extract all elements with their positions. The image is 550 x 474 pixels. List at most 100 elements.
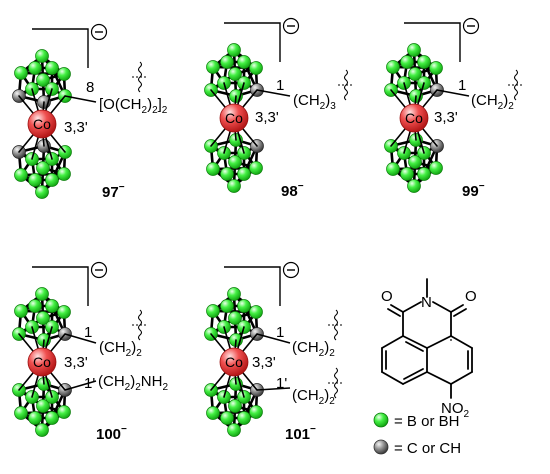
boron-atom [35,49,49,63]
boron-atom [249,61,263,75]
c100-position-label-2: 1' [84,375,95,392]
c100-substituent-2: (CH2)2NH2 [98,373,168,393]
charge-icon [462,17,480,35]
boron-atom [429,61,443,75]
charge-bracket [32,28,89,68]
cobalt-label: Co [225,354,243,370]
cobalt-label: Co [225,110,243,126]
substituent-bond [64,380,97,391]
boron-atom [57,67,71,81]
boron-atom [237,299,251,313]
c101-position-label-2: 1' [276,375,287,392]
ring-bond-d2 [403,368,424,380]
cage-100: Co [12,261,148,437]
carbonyl-left-1 [390,304,404,313]
c97-number: 97− [102,182,125,201]
boron-atom [228,155,242,169]
compound-101-labels: 1 3,3' (CH2)2 1' (CH2)2 101− [252,324,335,443]
boron-atom [206,406,220,420]
charge-bracket [224,266,281,306]
naphthalimide-labels: O O N NO2 [381,288,477,420]
ring-bond-a [381,335,404,349]
boron-atom [206,162,220,176]
boron-atom [36,161,50,175]
boron-atom [227,423,241,437]
boron-atom [36,311,50,325]
boron-atom [228,311,242,325]
charge-icon [90,261,108,279]
cobalt-label: Co [33,116,51,132]
ring-bond-j [450,371,473,385]
boron-atom [14,406,28,420]
boron-atom [36,73,50,87]
nitronaphthalimide-structure [381,278,473,399]
c100-positions-label: 3,3' [64,354,88,371]
cobalt-atom: Co [27,109,57,139]
cage-99: Co [384,17,524,193]
compound-99-labels: 1 3,3' (CH2)2 99− [434,77,514,200]
carbonyl-oxygen-left: O [381,288,393,305]
boron-atom [220,299,234,313]
c101-substituent: (CH2)2 [292,339,335,359]
boron-atom [45,61,59,75]
c98-substituent: (CH2)3 [293,92,336,112]
boron-atom [386,162,400,176]
boron-atom [227,287,241,301]
cobalt-atom: Co [219,103,249,133]
boron-atom [28,411,42,425]
boron-atom [429,161,443,175]
nitro-label: NO2 [441,400,470,420]
boron-atom [417,167,431,181]
boron-atom [417,55,431,69]
cobalt-atom: Co [399,103,429,133]
boron-atom [408,67,422,81]
imide-nitrogen: N [421,294,432,311]
imide-bond-2 [432,301,452,313]
charge-icon [90,23,108,41]
legend-boron-label: = B or BH [394,413,459,430]
substituent-bond [256,387,291,391]
charge-bracket [224,22,281,62]
legend-carbon-icon [373,439,389,455]
boron-atom [227,179,241,193]
boron-atom [28,299,42,313]
charge-bracket [404,22,461,62]
boron-atom [206,304,220,318]
boron-atom [28,173,42,187]
carbonyl-right-2 [453,308,467,317]
boron-atom [400,55,414,69]
boron-atom [228,399,242,413]
boron-atom [408,155,422,169]
cobalt-label: Co [405,110,423,126]
legend-carbon-label: = C or CH [394,440,461,457]
substituent-bond [436,89,470,97]
c101-substituent-2: (CH2)2 [292,387,335,407]
boron-atom [220,411,234,425]
charge-icon [282,17,300,35]
c98-number: 98− [281,181,304,200]
substituent-bond [64,333,97,344]
boron-atom [249,161,263,175]
ring-bond-g [426,335,452,349]
ring-bond-h [450,335,473,349]
boron-atom [386,60,400,74]
charge-bracket [32,266,89,306]
ring-bond-f2 [405,341,424,352]
c100-number: 100− [96,424,127,443]
boron-atom [35,423,49,437]
boron-atom [407,179,421,193]
boron-atom [220,55,234,69]
boron-atom [237,55,251,69]
boron-atom [220,167,234,181]
charge-icon [282,261,300,279]
boron-atom [57,167,71,181]
c101-positions-label: 3,3' [252,354,276,371]
carbonyl-left-2 [387,308,401,317]
c97-positions-label: 3,3' [64,119,88,136]
substituent-bond [256,89,291,97]
boron-atom [57,305,71,319]
boron-atom [45,173,59,187]
